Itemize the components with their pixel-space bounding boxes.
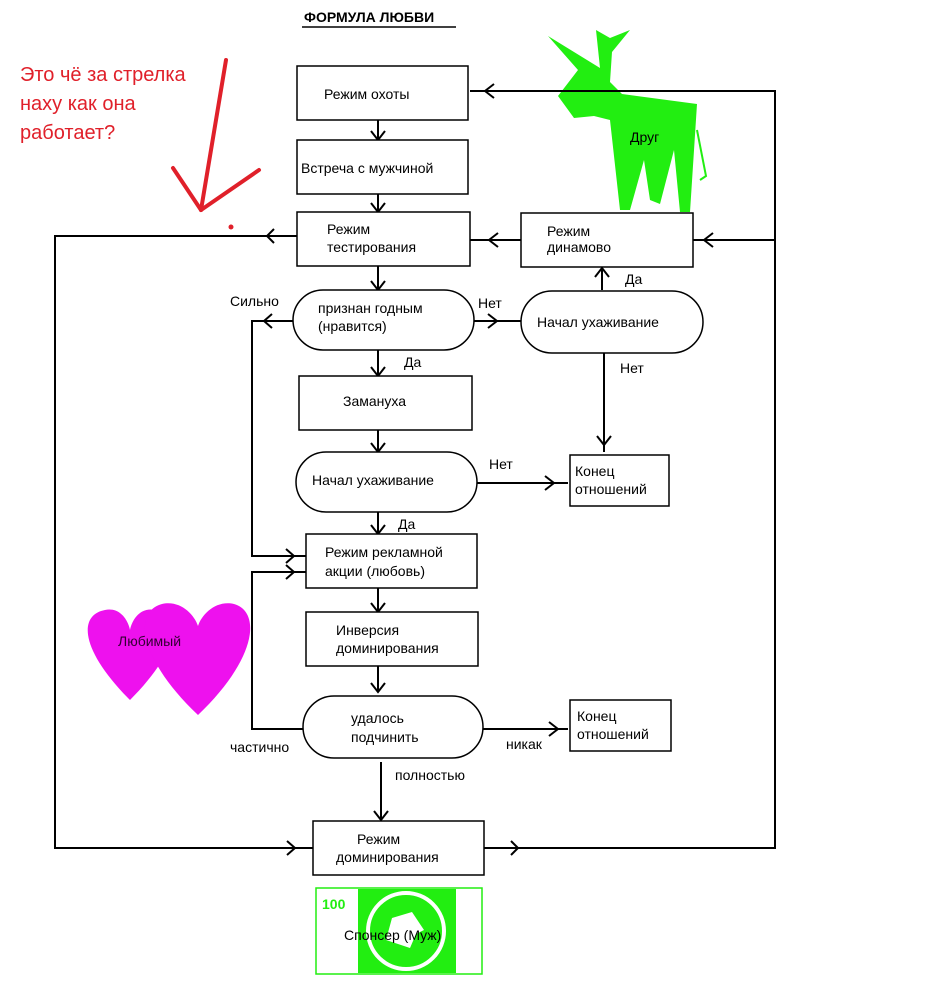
node-dyn [520,212,694,268]
node-sub-text-1: удалось [351,710,404,726]
edge-label-fully: полностью [395,767,465,783]
node-inv [305,611,479,667]
node-dyn-text-1: Режим [547,223,590,239]
red-dot [228,224,234,230]
node-fit-text-2: (нравится) [318,318,387,334]
node-lure-text: Замануха [343,393,406,409]
edge-label-yes-fit: Да [404,354,421,370]
node-court1 [520,290,704,354]
edge-label-no-fit: Нет [478,295,502,311]
annotation-line-2: наху как она [20,93,137,115]
node-labels: Режим охоты Встреча с мужчиной Режим тес… [301,86,659,865]
edge-fit-promo [251,320,306,557]
node-test [296,211,471,267]
node-end2-text-2: отношений [577,726,649,742]
node-test-text-2: тестирования [327,239,416,255]
node-inv-text-1: Инверсия [336,622,399,638]
node-sub-text-2: подчинить [351,729,419,745]
node-dom-text-1: Режим [357,831,400,847]
diagram-title: ФОРМУЛА ЛЮБВИ [304,9,434,25]
node-hunt [296,65,469,121]
node-end1-text-1: Конец [575,463,614,479]
node-promo [305,533,478,589]
node-court2 [295,451,478,513]
edge-label-never: никак [506,736,543,752]
node-hunt-text: Режим охоты [324,86,409,102]
edge-label-yes-court2: Да [398,516,415,532]
nodes [292,65,704,876]
annotation-line-1: Это чё за стрелка [20,64,187,86]
edge-label-no-court2: Нет [489,456,513,472]
node-promo-text-1: Режим рекламной [325,544,443,560]
red-arrow-icon [171,58,261,212]
node-end1-text-2: отношений [575,481,647,497]
banknote-label: Спонсер (Муж) [344,927,441,943]
node-end2-text-1: Конец [577,708,616,724]
edge-sub-promo [251,571,306,730]
node-court1-text: Начал ухаживание [537,314,659,330]
node-dyn-text-2: динамово [547,239,611,255]
node-inv-text-2: доминирования [336,640,439,656]
edge-label-partially: частично [230,739,289,755]
donkey-icon: Друг [548,30,708,212]
node-sub [302,695,484,759]
node-dom-text-2: доминирования [336,849,439,865]
node-promo-text-2: акции (любовь) [325,563,425,579]
banknote-value: 100 [322,896,346,912]
friend-label: Друг [630,129,659,145]
edge-dom-hunt-loop [470,90,776,849]
node-court2-text: Начал ухаживание [312,472,434,488]
node-dom [312,820,485,876]
node-end2 [569,699,672,752]
node-fit-text-1: признан годным [318,300,423,316]
node-test-text-1: Режим [327,221,370,237]
node-end1 [569,454,670,507]
edge-labels: Сильно Нет Да Да Нет Нет Да частично ник… [230,271,644,783]
annotation: Это чё за стрелка наху как она работает? [20,58,261,230]
edge-test-dom-loop [54,235,313,849]
annotation-line-3: работает? [20,122,115,144]
edge-label-strongly: Сильно [230,293,279,309]
edge-label-yes-court1: Да [625,271,642,287]
beloved-label: Любимый [118,633,181,649]
banknote: 100 Спонсер (Муж) [315,887,483,975]
node-meet-text: Встреча с мужчиной [301,160,433,176]
node-lure [298,375,473,431]
node-meet [296,139,469,195]
hearts-icon: Любимый [87,603,251,715]
node-fit [292,289,475,351]
edge-label-no-court1: Нет [620,360,644,376]
